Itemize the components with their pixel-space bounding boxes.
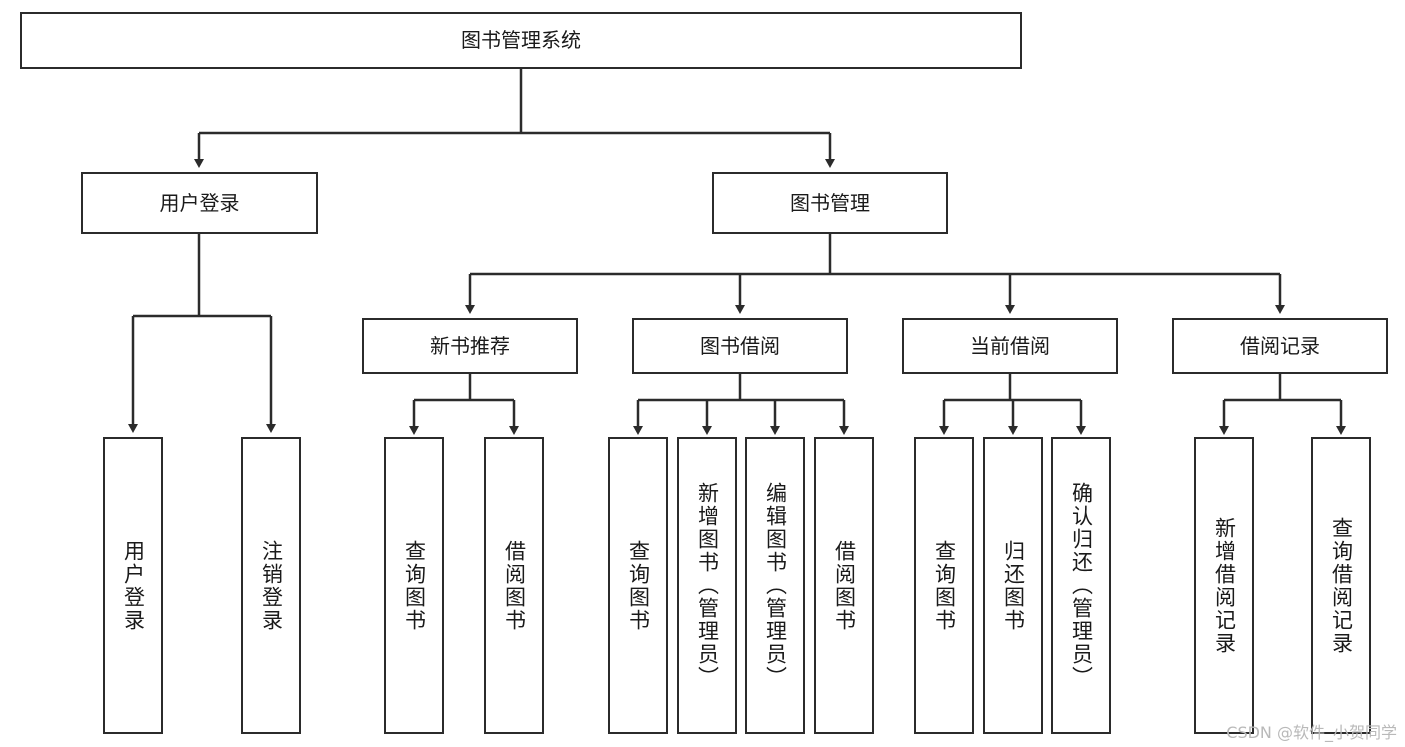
node-leaf-borrow-book-1-label: 借阅图书 <box>502 539 527 632</box>
node-leaf-return-book-label: 归还图书 <box>1001 539 1026 632</box>
node-leaf-logout-label: 注销登录 <box>259 539 284 632</box>
node-leaf-query-book-1-label: 查询图书 <box>402 539 427 632</box>
node-book-borrow-label: 图书借阅 <box>700 333 780 358</box>
node-book-management-label: 图书管理 <box>790 190 870 215</box>
node-leaf-add-book[interactable]: 新增图书（管理员） <box>677 437 737 734</box>
node-current-borrow[interactable]: 当前借阅 <box>902 318 1118 374</box>
node-leaf-confirm-return-label: 确认归还（管理员） <box>1069 482 1094 689</box>
node-leaf-add-record[interactable]: 新增借阅记录 <box>1194 437 1254 734</box>
node-leaf-query-book-2-label: 查询图书 <box>626 539 651 632</box>
node-leaf-query-record-label: 查询借阅记录 <box>1329 516 1354 655</box>
node-borrow-record-label: 借阅记录 <box>1240 333 1320 358</box>
node-leaf-user-login-label: 用户登录 <box>121 539 146 632</box>
node-root[interactable]: 图书管理系统 <box>20 12 1022 69</box>
node-leaf-query-book-2[interactable]: 查询图书 <box>608 437 668 734</box>
node-leaf-query-book-3-label: 查询图书 <box>932 539 957 632</box>
node-leaf-add-record-label: 新增借阅记录 <box>1212 516 1237 655</box>
node-leaf-edit-book-label: 编辑图书（管理员） <box>763 482 788 689</box>
node-leaf-borrow-book-2[interactable]: 借阅图书 <box>814 437 874 734</box>
node-root-label: 图书管理系统 <box>461 28 581 53</box>
node-user-login[interactable]: 用户登录 <box>81 172 318 234</box>
node-leaf-query-record[interactable]: 查询借阅记录 <box>1311 437 1371 734</box>
node-book-borrow[interactable]: 图书借阅 <box>632 318 848 374</box>
node-leaf-confirm-return[interactable]: 确认归还（管理员） <box>1051 437 1111 734</box>
node-user-login-label: 用户登录 <box>159 190 240 215</box>
node-leaf-borrow-book-2-label: 借阅图书 <box>832 539 857 632</box>
node-leaf-user-login[interactable]: 用户登录 <box>103 437 163 734</box>
node-leaf-return-book[interactable]: 归还图书 <box>983 437 1043 734</box>
node-borrow-record[interactable]: 借阅记录 <box>1172 318 1388 374</box>
node-book-management[interactable]: 图书管理 <box>712 172 948 234</box>
node-leaf-query-book-1[interactable]: 查询图书 <box>384 437 444 734</box>
csdn-watermark: CSDN @软件_小贺同学 <box>1226 723 1397 742</box>
node-leaf-borrow-book-1[interactable]: 借阅图书 <box>484 437 544 734</box>
node-leaf-edit-book[interactable]: 编辑图书（管理员） <box>745 437 805 734</box>
node-new-book-recommend-label: 新书推荐 <box>430 333 510 358</box>
node-new-book-recommend[interactable]: 新书推荐 <box>362 318 578 374</box>
node-leaf-query-book-3[interactable]: 查询图书 <box>914 437 974 734</box>
node-current-borrow-label: 当前借阅 <box>970 333 1050 358</box>
node-leaf-add-book-label: 新增图书（管理员） <box>695 482 720 689</box>
node-leaf-logout[interactable]: 注销登录 <box>241 437 301 734</box>
